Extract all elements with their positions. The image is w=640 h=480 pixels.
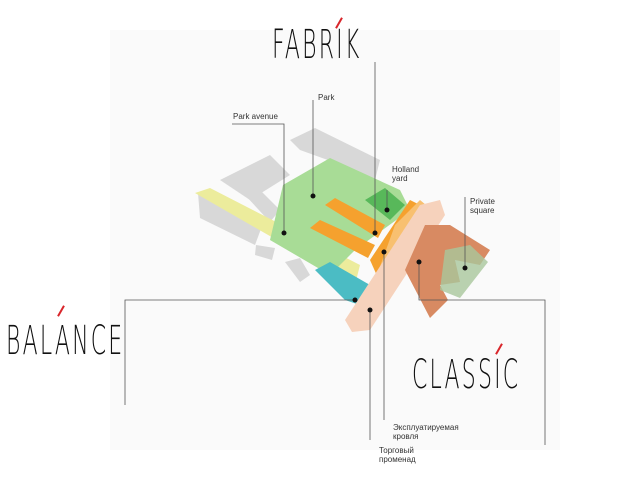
label-promenade: Торговый променад xyxy=(379,446,416,464)
callout-lines xyxy=(124,62,546,445)
balance-building xyxy=(315,262,370,305)
brand-classic: CLASSIC xyxy=(412,352,521,398)
private-square-area xyxy=(440,245,488,298)
brand-balance: BALANCE xyxy=(6,318,125,364)
callout-dots xyxy=(281,193,468,313)
label-private-square: Private square xyxy=(470,197,495,215)
label-park: Park xyxy=(318,93,335,102)
label-park-avenue: Park avenue xyxy=(233,112,278,121)
brand-fabrik: FABRIK xyxy=(272,22,362,68)
label-roof: Эксплуатируемая кровля xyxy=(393,423,459,441)
promenade-area xyxy=(345,200,445,332)
label-holland-yard: Holland yard xyxy=(392,165,420,183)
